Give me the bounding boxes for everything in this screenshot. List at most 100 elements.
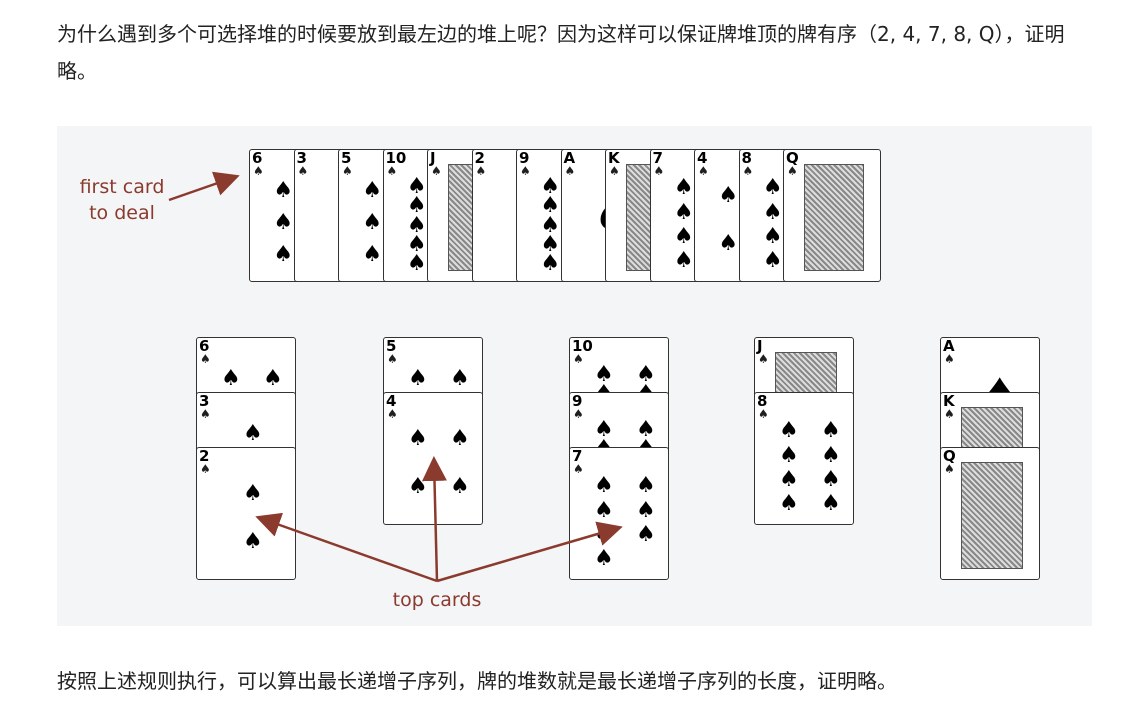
- card-rank-suit-icon: ♠: [787, 164, 798, 178]
- spade-pip: ♠: [540, 212, 561, 238]
- spade-pip: ♠: [406, 251, 427, 277]
- intro-paragraph: 为什么遇到多个可选择堆的时候要放到最左边的堆上呢？因为这样可以保证牌堆顶的牌有序…: [57, 22, 1065, 83]
- card-rank-suit-icon: ♠: [573, 352, 584, 366]
- card-rank: 4: [697, 149, 708, 167]
- spade-pip: ♠: [450, 474, 470, 500]
- spade-pip: ♠: [221, 365, 241, 391]
- card-rank: 9: [572, 392, 583, 410]
- spade-pip: ♠: [450, 425, 470, 451]
- card-rank: 2: [199, 447, 210, 465]
- spade-pip: ♠: [594, 546, 614, 572]
- spade-pip: ♠: [406, 193, 427, 219]
- card-rank: 2: [474, 149, 485, 167]
- card-rank: 7: [652, 149, 663, 167]
- card-rank-suit-icon: ♠: [386, 164, 398, 178]
- spade-pip: ♠: [243, 480, 263, 506]
- card-rank: 5: [386, 337, 397, 355]
- spade-pip: ♠: [273, 177, 294, 203]
- spade-pip: ♠: [636, 521, 656, 547]
- spade-pip: ♠: [273, 210, 294, 236]
- card-rank-suit-icon: ♠: [342, 164, 353, 178]
- spade-pip: ♠: [273, 242, 294, 268]
- card-rank: A: [563, 149, 576, 167]
- deal-card: Q♠: [783, 149, 881, 282]
- card-rank-suit-icon: ♠: [431, 164, 442, 178]
- card-rank: Q: [786, 149, 799, 167]
- spade-pip: ♠: [779, 491, 799, 517]
- spade-pip: ♠: [673, 248, 694, 274]
- card-rank: 5: [341, 149, 352, 167]
- spade-pip: ♠: [450, 365, 470, 391]
- spade-pip: ♠: [718, 182, 739, 208]
- card-rank-suit-icon: ♠: [520, 164, 531, 178]
- spade-pip: ♠: [673, 223, 694, 249]
- top-cards-label: top cards: [392, 589, 482, 611]
- card-rank-suit-icon: ♠: [200, 352, 211, 366]
- spade-pip: ♠: [636, 497, 656, 523]
- spade-pip: ♠: [362, 177, 383, 203]
- card-rank-suit-icon: ♠: [944, 407, 955, 421]
- spade-pip: ♠: [762, 175, 783, 201]
- spade-pip: ♠: [362, 210, 383, 236]
- card-rank-suit-icon: ♠: [564, 164, 576, 178]
- spade-pip: ♠: [406, 173, 427, 199]
- spade-pip: ♠: [762, 223, 783, 249]
- spade-pip: ♠: [540, 251, 561, 277]
- card-rank: 4: [386, 392, 397, 410]
- card-rank: K: [943, 392, 955, 410]
- card-rank-suit-icon: ♠: [297, 164, 309, 178]
- spade-pip: ♠: [594, 473, 614, 499]
- first-card-label-line2: to deal: [89, 202, 155, 224]
- spade-pip: ♠: [779, 418, 799, 444]
- card-rank: 9: [519, 149, 530, 167]
- card-rank: 8: [741, 149, 752, 167]
- spade-pip: ♠: [718, 231, 739, 257]
- card-rank: J: [757, 337, 763, 355]
- court-figure: [803, 164, 865, 271]
- spade-pip: ♠: [779, 442, 799, 468]
- card-rank-suit-icon: ♠: [698, 164, 709, 178]
- first-card-label-line1: first card: [79, 176, 165, 198]
- card-rank: 6: [252, 149, 263, 167]
- pile-top-card: 8♠♠♠♠♠♠♠♠♠: [754, 392, 854, 525]
- card-rank: 7: [572, 447, 583, 465]
- card-rank: J: [430, 149, 436, 167]
- spade-pip: ♠: [406, 212, 427, 238]
- spade-pip: ♠: [673, 175, 694, 201]
- card-rank-suit-icon: ♠: [944, 462, 955, 476]
- spade-pip: ♠: [821, 442, 841, 468]
- top-card-arrow-2: [422, 456, 447, 582]
- spade-pip: ♠: [762, 199, 783, 225]
- spade-pip: ♠: [673, 199, 694, 225]
- card-rank-suit-icon: ♠: [573, 407, 584, 421]
- card-rank-suit-icon: ♠: [387, 407, 398, 421]
- card-rank: 3: [199, 392, 210, 410]
- card-rank-suit-icon: ♠: [200, 407, 211, 421]
- conclusion-paragraph: 按照上述规则执行，可以算出最长递增子序列，牌的堆数就是最长递增子序列的长度，证明…: [57, 669, 897, 693]
- spade-pip: ♠: [594, 416, 614, 442]
- court-figure: [961, 462, 1023, 569]
- card-rank-suit-icon: ♠: [944, 352, 955, 366]
- card-rank-suit-icon: ♠: [200, 462, 211, 476]
- spade-pip: ♠: [636, 361, 656, 387]
- card-rank: K: [608, 149, 620, 167]
- card-rank-suit-icon: ♠: [387, 352, 398, 366]
- spade-pip: ♠: [408, 425, 428, 451]
- card-rank: 10: [572, 337, 593, 355]
- first-card-arrow: [168, 171, 240, 202]
- first-card-label: first card to deal: [67, 174, 177, 226]
- annotation-arrows: [168, 171, 623, 583]
- card-rank: 8: [757, 392, 768, 410]
- card-rank-suit-icon: ♠: [475, 164, 487, 178]
- spade-pip: ♠: [540, 193, 561, 219]
- card-rank-suit-icon: ♠: [573, 462, 584, 476]
- patience-sort-figure: 6♠♠♠♠♠♠♠3♠♠♠♠5♠♠♠♠♠♠10♠♠♠♠♠♠♠♠♠♠♠J♠2♠♠♠9…: [57, 126, 1092, 626]
- spade-pip: ♠: [263, 365, 283, 391]
- card-rank: 6: [199, 337, 210, 355]
- card-rank-suit-icon: ♠: [758, 352, 769, 366]
- card-rank-suit-icon: ♠: [653, 164, 665, 178]
- spade-pip: ♠: [243, 420, 263, 446]
- card-rank-suit-icon: ♠: [758, 407, 769, 421]
- spade-pip: ♠: [762, 248, 783, 274]
- spade-pip: ♠: [779, 466, 799, 492]
